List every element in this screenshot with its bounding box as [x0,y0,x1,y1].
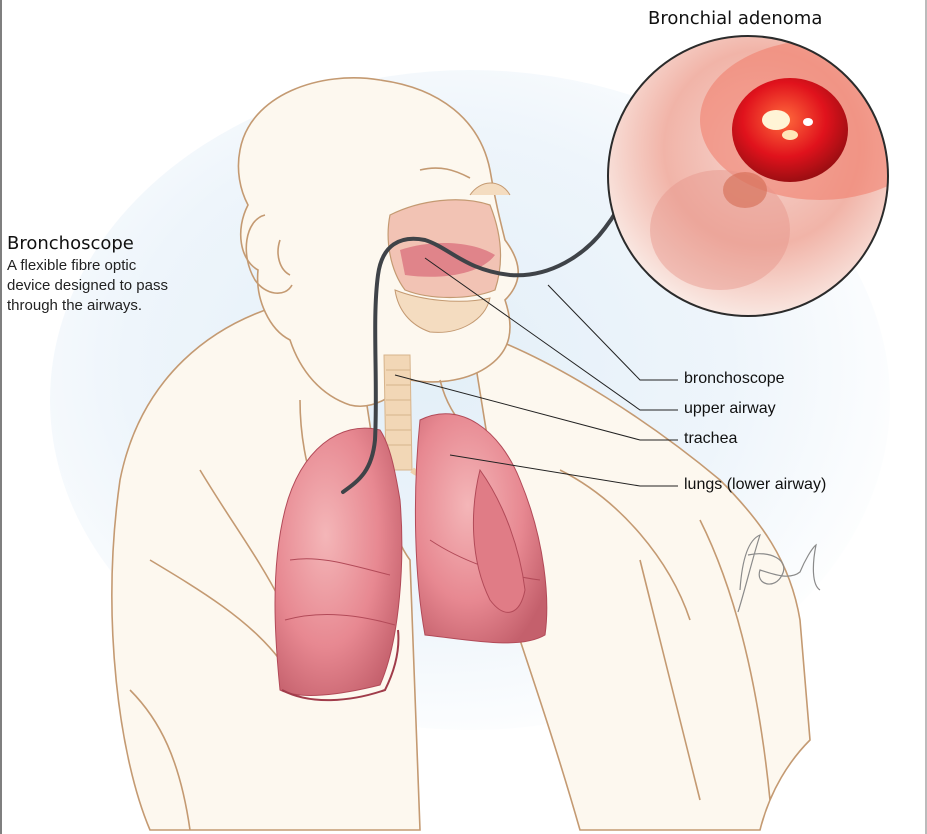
label-bronchoscope: bronchoscope [684,370,785,388]
device-description-line: A flexible fibre optic [7,256,247,276]
label-trachea: trachea [684,430,737,448]
device-description: A flexible fibre optic device designed t… [7,256,247,316]
inset-title: Bronchial adenoma [648,8,822,29]
label-upper-airway: upper airway [684,400,776,418]
device-description-line: device designed to pass [7,276,247,296]
device-title: Bronchoscope [7,233,134,254]
adenoma-inset-view [608,36,927,316]
label-lungs: lungs (lower airway) [684,476,826,494]
device-description-line: through the airways. [7,296,247,316]
